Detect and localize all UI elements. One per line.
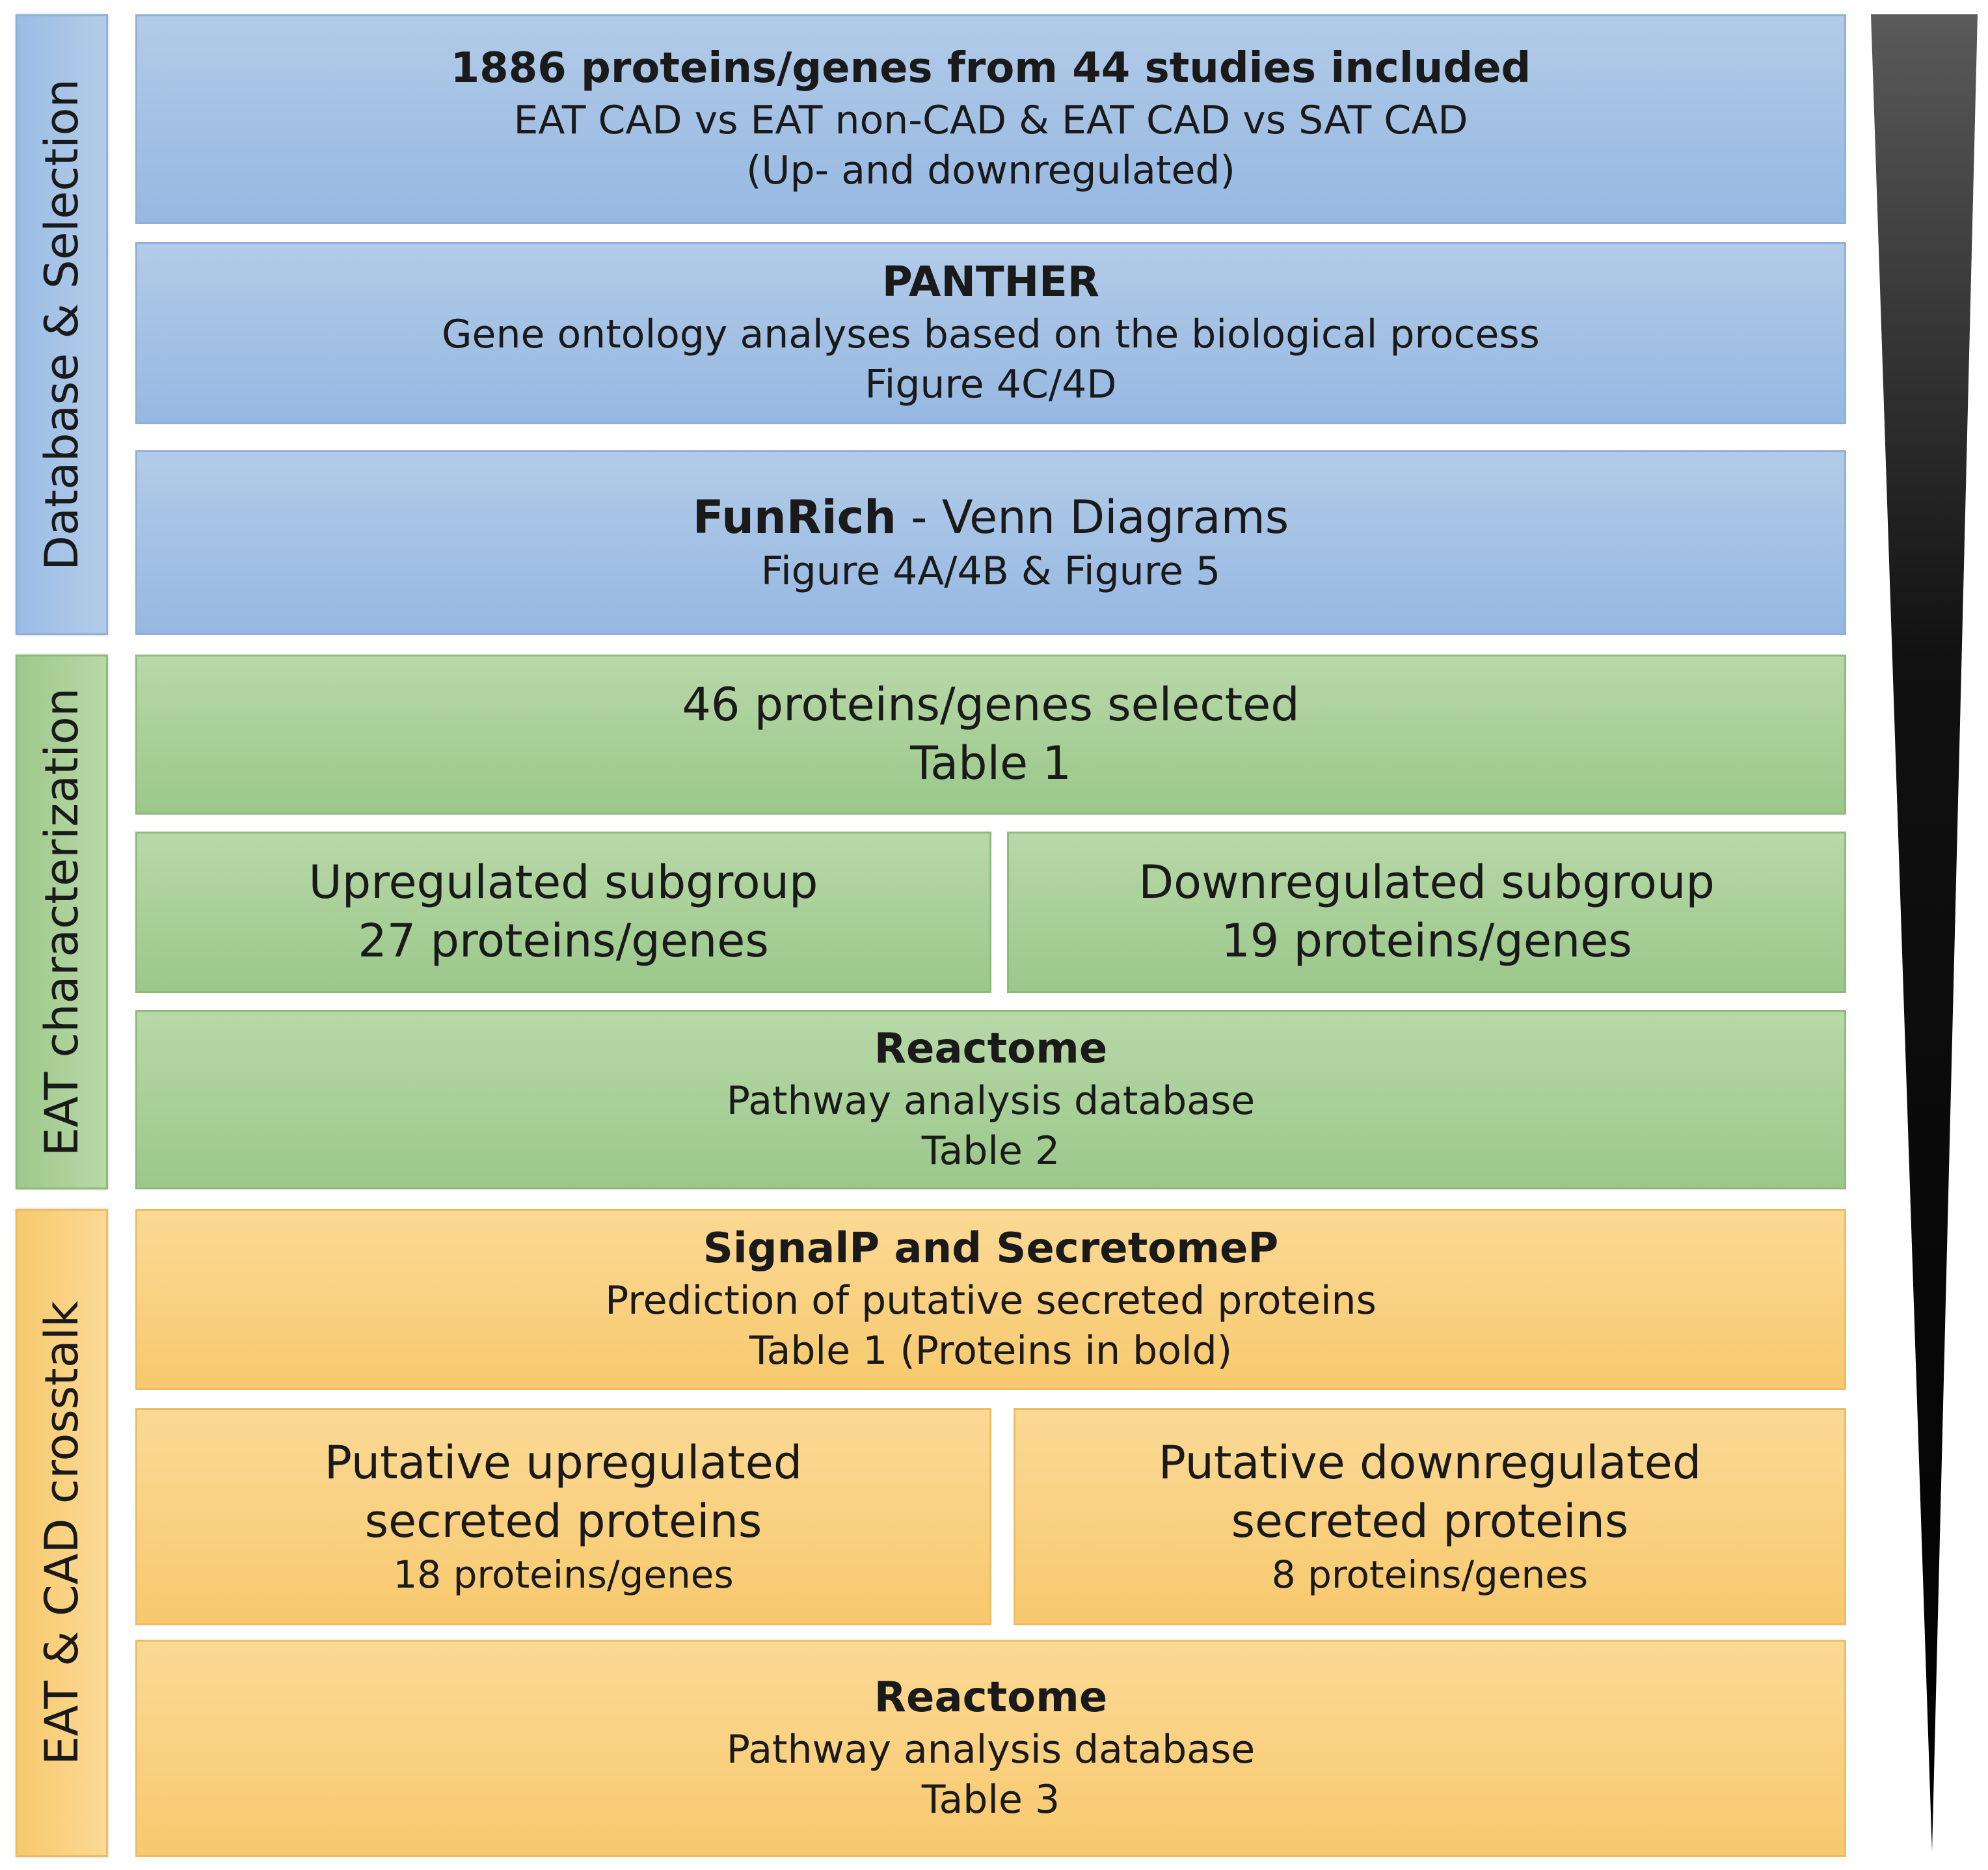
section-database-selection: Database & Selection (16, 14, 108, 635)
step-title-rest: - Venn Diagrams (896, 490, 1289, 544)
step-line: Gene ontology analyses based on the biol… (442, 312, 1540, 358)
step-title: PANTHER (881, 258, 1100, 307)
step-line: (Up- and downregulated) (746, 147, 1235, 193)
section-eat-cad-crosstalk: EAT & CAD crosstalk (16, 1209, 108, 1857)
step-funrich: FunRich - Venn Diagrams Figure 4A/4B & F… (135, 450, 1846, 635)
step-title-bold: FunRich (692, 490, 896, 544)
step-line: 46 proteins/genes selected (682, 678, 1300, 732)
step-reactome-2: Reactome Pathway analysis database Table… (135, 1640, 1846, 1857)
step-title: Reactome (874, 1674, 1108, 1722)
step-title: Reactome (874, 1025, 1108, 1074)
step-line: secreted proteins (364, 1494, 762, 1548)
step-selected: 46 proteins/genes selected Table 1 (135, 655, 1846, 815)
step-line: Putative downregulated (1158, 1436, 1702, 1490)
step-title: FunRich - Venn Diagrams (693, 489, 1289, 547)
step-signalp-secretomep: SignalP and SecretomeP Prediction of put… (135, 1209, 1846, 1390)
step-line: secreted proteins (1231, 1494, 1629, 1548)
step-downregulated-subgroup: Downregulated subgroup 19 proteins/genes (1007, 832, 1846, 993)
step-line: Upregulated subgroup (308, 856, 818, 910)
step-line: 19 proteins/genes (1221, 914, 1632, 968)
step-title: 1886 proteins/genes from 44 studies incl… (450, 44, 1531, 93)
step-line: Putative upregulated (324, 1436, 803, 1490)
step-line: Table 1 (910, 737, 1071, 790)
step-title: SignalP and SecretomeP (703, 1225, 1279, 1273)
step-putative-downregulated: Putative downregulated secreted proteins… (1014, 1408, 1846, 1625)
step-line: Figure 4A/4B & Figure 5 (760, 549, 1221, 595)
step-line: Table 1 (Proteins in bold) (749, 1327, 1233, 1374)
step-line: 18 proteins/genes (393, 1552, 734, 1597)
section-eat-characterization: EAT characterization (16, 655, 108, 1189)
step-line: 27 proteins/genes (358, 914, 769, 968)
step-panther: PANTHER Gene ontology analyses based on … (135, 242, 1846, 424)
step-line: Downregulated subgroup (1138, 856, 1715, 910)
step-line: Pathway analysis database (726, 1727, 1256, 1773)
step-line: Pathway analysis database (726, 1078, 1256, 1124)
step-line: Prediction of putative secreted proteins (605, 1278, 1377, 1324)
step-line: EAT CAD vs EAT non-CAD & EAT CAD vs SAT … (513, 98, 1468, 144)
step-line: Figure 4C/4D (865, 361, 1117, 407)
step-line: 8 proteins/genes (1271, 1552, 1589, 1597)
step-line: Table 3 (921, 1776, 1060, 1823)
step-putative-upregulated: Putative upregulated secreted proteins 1… (135, 1408, 991, 1625)
funnel-wedge-shape (1871, 14, 1978, 1852)
step-reactome-1: Reactome Pathway analysis database Table… (135, 1010, 1846, 1189)
step-studies-included: 1886 proteins/genes from 44 studies incl… (135, 14, 1846, 224)
step-upregulated-subgroup: Upregulated subgroup 27 proteins/genes (135, 832, 991, 993)
step-line: Table 2 (921, 1128, 1060, 1174)
